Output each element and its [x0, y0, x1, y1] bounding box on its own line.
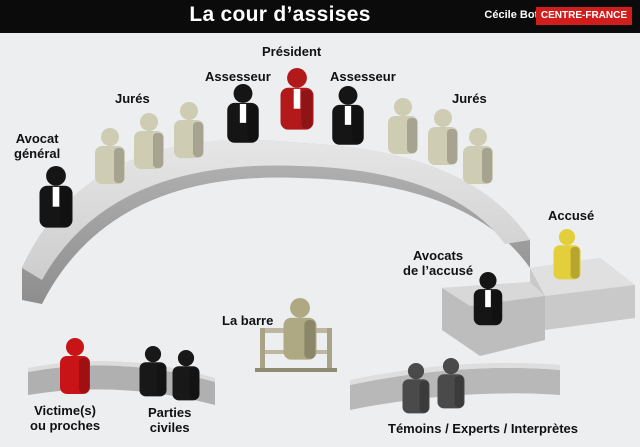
header-bar: La cour d’assises Cécile Botin CENTRE-FR…	[0, 0, 640, 33]
temoin-figure	[402, 363, 430, 414]
label-avocats-accuse: Avocats de l’accusé	[403, 248, 473, 278]
label-temoins: Témoins / Experts / Interprètes	[388, 421, 579, 436]
victime-figure	[60, 338, 90, 394]
author-credit: Cécile Botin	[484, 9, 548, 21]
brand-logo: CENTRE-FRANCE	[535, 7, 632, 25]
label-victimes-line1: Victime(s)	[34, 403, 96, 418]
label-parties-civiles-line1: Parties	[148, 405, 192, 420]
label-avocats-accuse-line1: Avocats	[413, 248, 464, 263]
label-avocat-general-line2: général	[14, 146, 61, 161]
juror-figure	[95, 128, 125, 184]
label-parties-civiles-line2: civiles	[149, 420, 190, 435]
label-avocats-accuse-line2: de l’accusé	[403, 263, 474, 278]
barre-person-figure	[283, 298, 317, 360]
assesseur-figure	[227, 84, 259, 143]
juror-figure	[174, 102, 204, 158]
juror-figure	[388, 98, 418, 154]
label-victimes-line2: ou proches	[30, 418, 101, 433]
label-jures-right: Jurés	[452, 91, 487, 106]
label-president: Président	[262, 44, 322, 59]
avocat-defense-figure	[473, 272, 503, 326]
label-jures-left: Jurés	[115, 91, 150, 106]
juror-figure	[428, 109, 458, 165]
label-parties-civiles: Parties civiles	[148, 405, 191, 435]
courtroom-diagram	[0, 33, 640, 447]
temoin-figure	[437, 358, 465, 409]
partie-civile-figure	[172, 350, 200, 401]
label-la-barre: La barre	[222, 313, 274, 328]
label-avocat-general: Avocat général	[14, 131, 60, 161]
label-victimes: Victime(s) ou proches	[30, 403, 100, 433]
label-avocat-general-line1: Avocat	[15, 131, 59, 146]
juror-figure	[134, 113, 164, 169]
label-assesseur-right: Assesseur	[330, 69, 396, 84]
label-assesseur-left: Assesseur	[205, 69, 271, 84]
judges-bench-top	[22, 139, 530, 280]
page-title: La cour d’assises	[189, 3, 371, 26]
president-figure	[280, 68, 314, 130]
partie-civile-figure	[139, 346, 167, 397]
juror-figure	[463, 128, 493, 184]
avocat-general-figure	[39, 166, 73, 228]
assesseur-figure	[332, 86, 364, 145]
accuse-figure	[553, 229, 581, 280]
label-accuse: Accusé	[548, 208, 595, 223]
